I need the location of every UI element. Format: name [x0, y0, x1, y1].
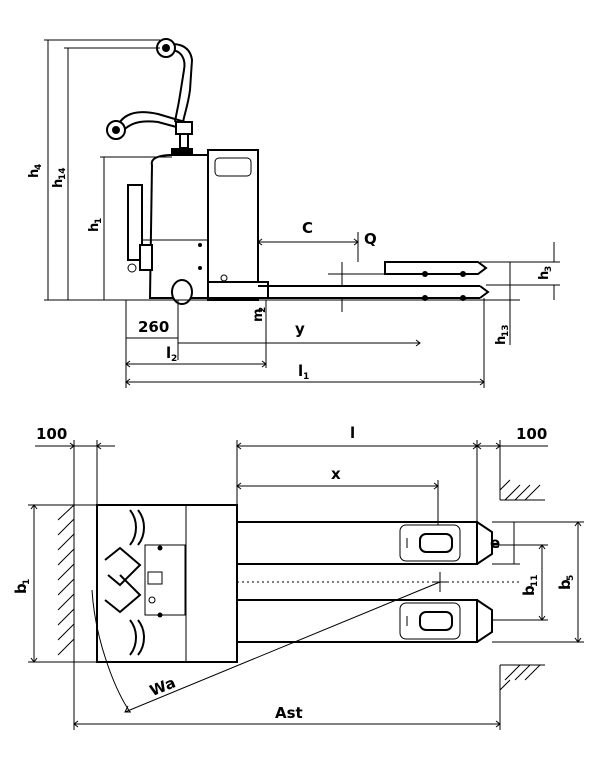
- top-view: 100 100 l x e b 1 b 11 b 5 Wa Ast: [12, 424, 584, 730]
- svg-text:l: l: [166, 344, 171, 362]
- wall-right-hatch: [499, 450, 545, 730]
- svg-text:13: 13: [501, 324, 511, 337]
- wall-left-hatch: [57, 504, 75, 662]
- truck-top: [96, 504, 238, 663]
- side-dimensions: [44, 39, 560, 388]
- label-c: C: [302, 219, 313, 237]
- fork-side: [258, 261, 490, 301]
- label-h14: h 14: [51, 167, 68, 188]
- label-wa: Wa: [147, 673, 178, 699]
- svg-text:11: 11: [530, 574, 540, 587]
- label-h3: h 3: [537, 266, 554, 280]
- label-260: 260: [138, 318, 169, 336]
- turning-radius: [91, 572, 448, 713]
- label-b5: b 5: [556, 575, 576, 590]
- svg-text:h: h: [87, 223, 102, 232]
- tiller-handle: [106, 38, 194, 158]
- svg-text:m: m: [251, 308, 266, 322]
- svg-text:1: 1: [303, 372, 309, 382]
- forks-top: [236, 521, 520, 643]
- label-100-right: 100: [516, 425, 547, 443]
- svg-text:14: 14: [58, 167, 68, 180]
- label-b1: b 1: [12, 579, 32, 594]
- label-y: y: [295, 320, 305, 338]
- label-x: x: [331, 465, 341, 483]
- label-h4: h 4: [27, 164, 44, 178]
- label-l1: l 1: [298, 362, 309, 382]
- svg-text:l: l: [298, 362, 303, 380]
- svg-text:b: b: [12, 583, 30, 594]
- svg-text:1: 1: [22, 579, 32, 585]
- svg-text:b: b: [520, 585, 538, 596]
- label-ast: Ast: [275, 704, 303, 722]
- side-view: h 4 h 14 h 1 h 3 h 13 m 2 C Q 260 y l 2: [27, 38, 560, 388]
- label-h13: h 13: [494, 324, 511, 345]
- svg-text:h: h: [494, 336, 509, 345]
- label-h1: h 1: [87, 218, 104, 232]
- label-m2: m 2: [251, 307, 268, 322]
- svg-text:b: b: [556, 579, 574, 590]
- svg-text:1: 1: [94, 218, 104, 224]
- svg-text:2: 2: [171, 354, 177, 364]
- label-l: l: [350, 424, 355, 442]
- label-q: Q: [364, 230, 377, 248]
- svg-text:2: 2: [258, 307, 268, 313]
- label-e: e: [490, 534, 500, 552]
- svg-text:h: h: [27, 169, 42, 178]
- svg-text:3: 3: [544, 266, 554, 272]
- label-b11: b 11: [520, 574, 540, 596]
- truck-body: [127, 149, 269, 305]
- svg-text:h: h: [51, 179, 66, 188]
- svg-text:5: 5: [566, 575, 576, 581]
- svg-text:4: 4: [34, 164, 44, 170]
- svg-text:h: h: [537, 271, 552, 280]
- label-100-left: 100: [36, 425, 67, 443]
- top-dimensions: [28, 440, 584, 730]
- label-l2: l 2: [166, 344, 177, 364]
